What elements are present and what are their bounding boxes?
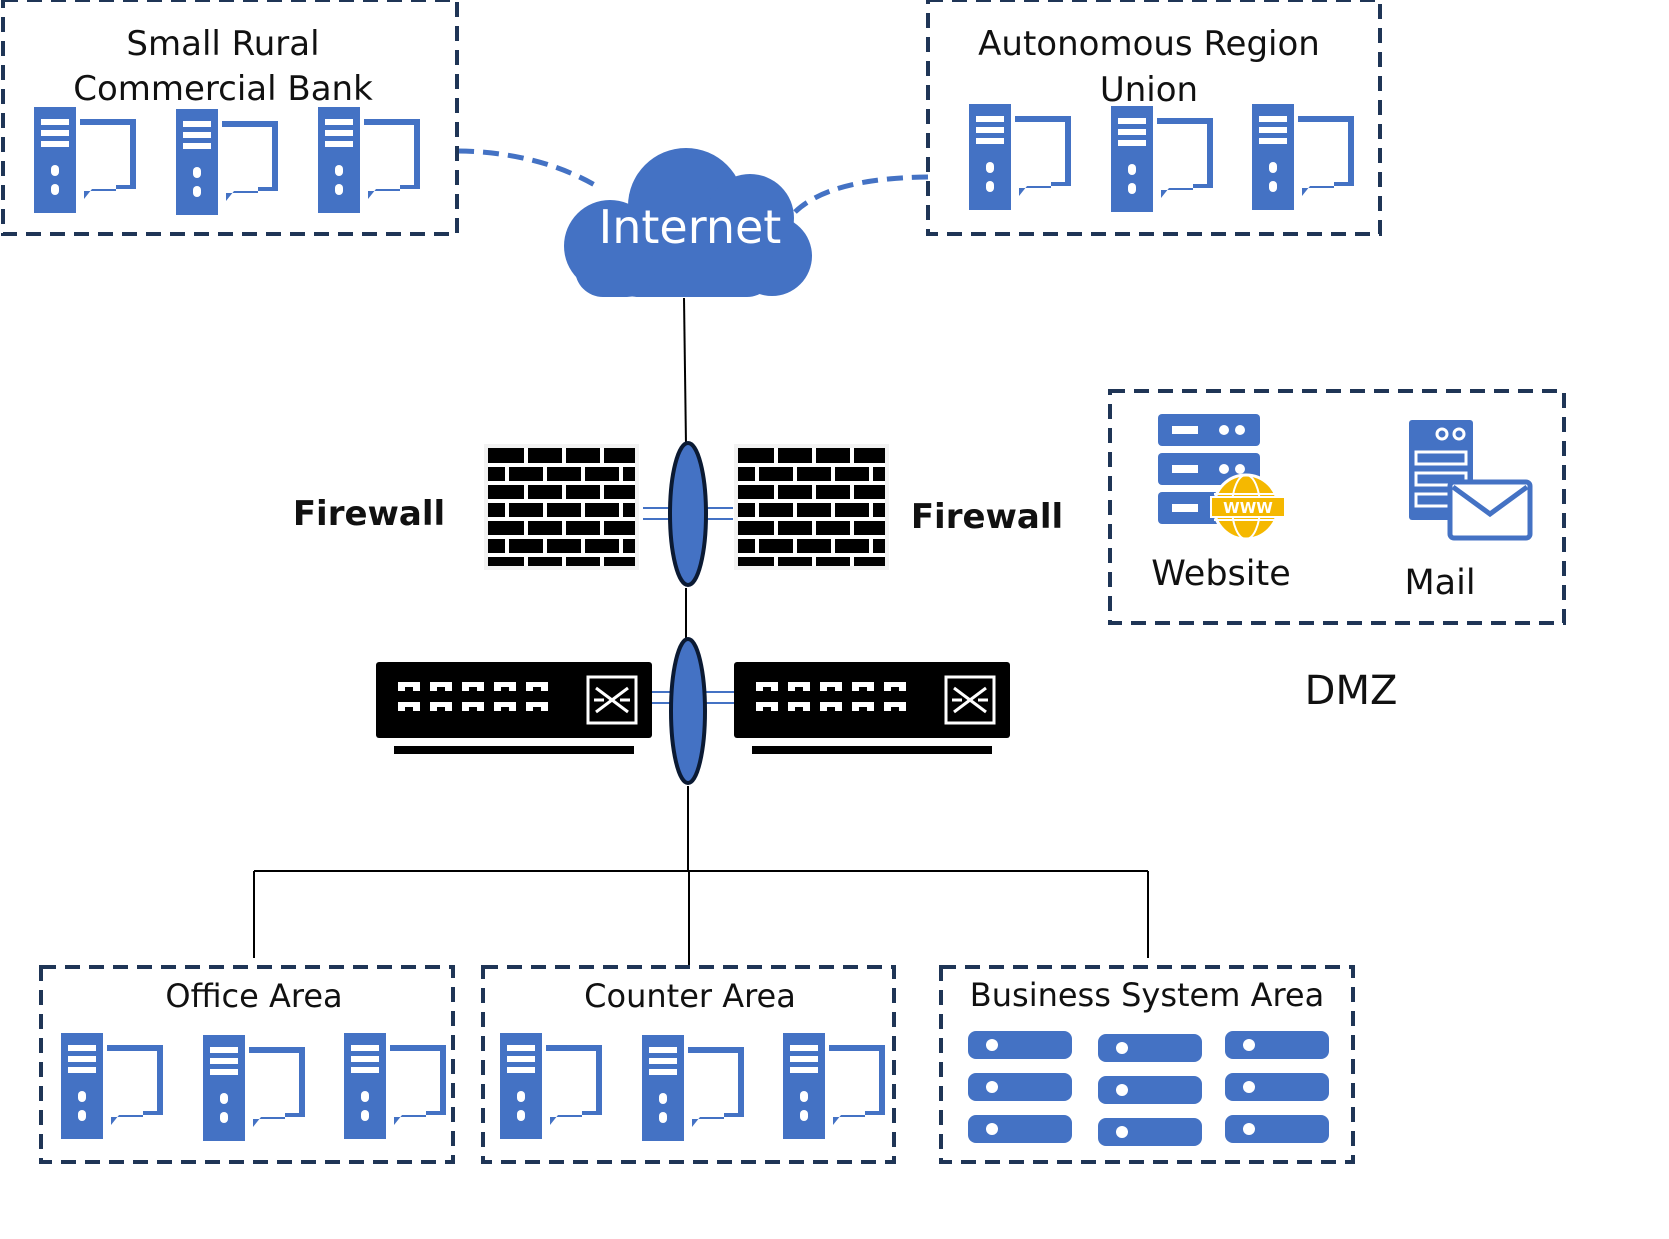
zone-office-title: Office Area	[165, 977, 342, 1015]
dmz-website-label: Website	[1151, 554, 1291, 594]
pc-tower-icon	[34, 107, 136, 213]
svg-text:WWW: WWW	[1223, 499, 1273, 517]
zone-rural-bank: Small Rural Commercial Bank	[1, 0, 459, 236]
switch-group	[374, 637, 1012, 785]
zone-region-union-title-line2: Union	[1100, 70, 1198, 110]
pc-tower-icon	[500, 1033, 602, 1139]
mail-server-icon	[1409, 420, 1533, 541]
zone-counter: Counter Area	[481, 965, 896, 1164]
dmz-mail-label: Mail	[1404, 563, 1475, 603]
zone-office: Office Area	[39, 965, 455, 1164]
pc-tower-icon	[969, 104, 1071, 210]
zone-rural-bank-title-line1: Small Rural	[126, 24, 319, 64]
pc-tower-icon	[642, 1035, 744, 1141]
firewall-stack-ellipse	[668, 441, 708, 587]
internet-label: Internet	[599, 200, 782, 254]
pc-tower-icon	[1252, 104, 1354, 210]
zone-dmz: WWW Website Mail DMZ	[1108, 389, 1566, 714]
web-server-icon: WWW	[1158, 414, 1286, 541]
zone-business-title: Business System Area	[970, 976, 1324, 1014]
connector-lines	[253, 297, 1149, 965]
zone-rural-bank-title-line2: Commercial Bank	[73, 69, 373, 109]
zone-counter-title: Counter Area	[584, 977, 796, 1015]
network-switch-icon	[732, 660, 1012, 756]
zone-office-border	[39, 965, 455, 1164]
pc-tower-icon	[1111, 106, 1213, 212]
zone-region-union: Autonomous Region Union	[926, 0, 1382, 236]
network-switch-icon	[374, 660, 654, 756]
pc-tower-icon	[176, 109, 278, 215]
brick-wall-icon	[482, 442, 641, 572]
firewall-left-label: Firewall	[293, 494, 445, 534]
pc-tower-icon	[318, 107, 420, 213]
zone-counter-border	[481, 965, 896, 1164]
firewall-group: Firewall Firewall	[293, 441, 1063, 587]
dashed-internet-links	[457, 148, 929, 214]
server-rack-icon	[1098, 1034, 1202, 1146]
zone-region-union-border	[926, 0, 1382, 236]
dmz-label: DMZ	[1305, 668, 1398, 714]
server-rack-icon	[1225, 1031, 1329, 1143]
zone-rural-bank-border	[1, 0, 459, 236]
switch-stack-ellipse	[669, 637, 707, 785]
pc-tower-icon	[203, 1035, 305, 1141]
zone-region-union-title-line1: Autonomous Region	[978, 24, 1320, 64]
zone-business: Business System Area	[939, 965, 1355, 1164]
internet-cloud: Internet	[564, 148, 812, 297]
www-globe-icon: WWW	[1210, 473, 1286, 541]
firewall-right-label: Firewall	[911, 497, 1063, 537]
pc-tower-icon	[783, 1033, 885, 1139]
server-rack-icon	[968, 1031, 1072, 1143]
pc-tower-icon	[61, 1033, 163, 1139]
cloud-icon	[564, 148, 812, 297]
brick-wall-icon	[732, 442, 891, 572]
zone-business-border	[939, 965, 1355, 1164]
pc-tower-icon	[344, 1033, 446, 1139]
zone-dmz-border	[1108, 389, 1566, 625]
